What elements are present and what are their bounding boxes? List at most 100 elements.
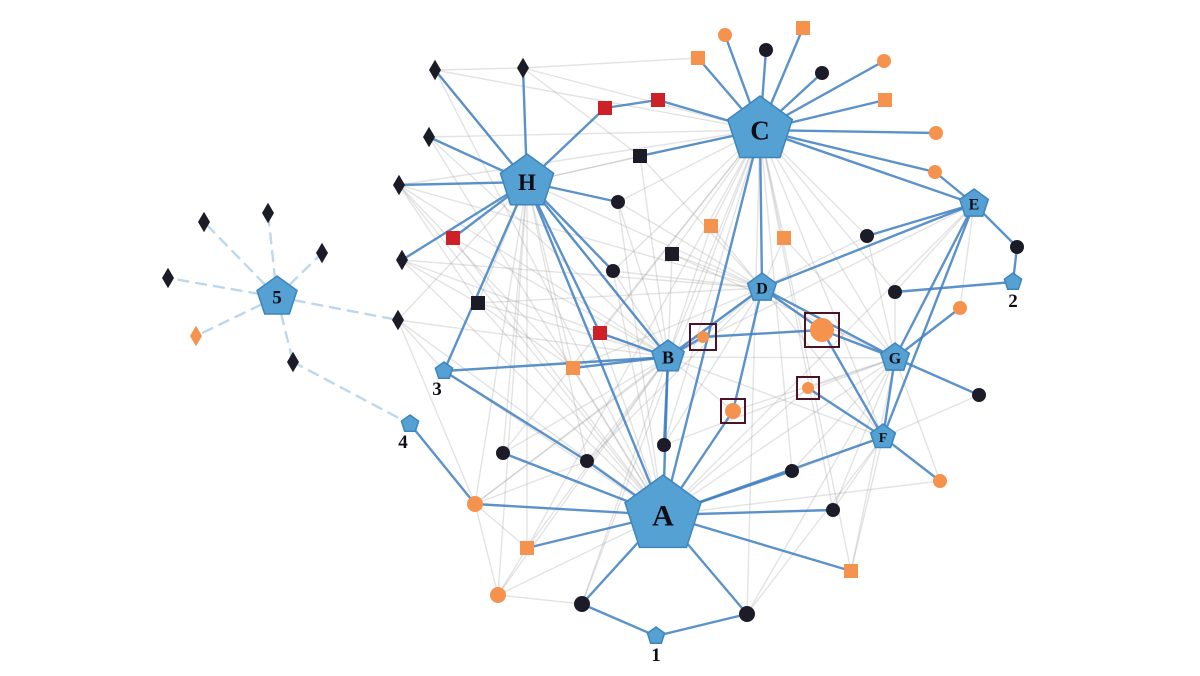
graph-node-c1[interactable] bbox=[718, 28, 732, 42]
graph-edge-secondary bbox=[434, 69, 664, 516]
graph-node-b5[interactable] bbox=[860, 229, 874, 243]
graph-node-n1[interactable] bbox=[646, 626, 666, 645]
graph-edge-secondary bbox=[759, 129, 793, 472]
graph-node-b7[interactable] bbox=[1010, 240, 1024, 254]
graph-node-c4[interactable] bbox=[928, 165, 942, 179]
graph-node-k3[interactable] bbox=[471, 296, 485, 310]
graph-node-d2[interactable] bbox=[262, 202, 274, 224]
graph-node-c7[interactable] bbox=[467, 496, 483, 512]
graph-node-o5[interactable] bbox=[777, 231, 791, 245]
graph-node-r3[interactable] bbox=[446, 231, 460, 245]
graph-node-d11[interactable] bbox=[423, 126, 435, 148]
graph-node-o3[interactable] bbox=[878, 93, 892, 107]
graph-edge-primary bbox=[666, 286, 764, 359]
graph-node-b11[interactable] bbox=[657, 438, 671, 452]
graph-node-o2[interactable] bbox=[796, 21, 810, 35]
graph-node-b15[interactable] bbox=[739, 606, 755, 622]
graph-node-d4[interactable] bbox=[162, 267, 174, 289]
graph-node-d8[interactable] bbox=[392, 309, 404, 331]
graph-node-n4[interactable] bbox=[400, 414, 420, 433]
graph-node-d10[interactable] bbox=[517, 57, 529, 79]
graph-node-d3[interactable] bbox=[316, 242, 328, 264]
graph-node-x4[interactable] bbox=[725, 403, 741, 419]
graph-node-H[interactable] bbox=[499, 153, 555, 206]
graph-node-b6[interactable] bbox=[888, 285, 902, 299]
graph-node-r4[interactable] bbox=[593, 326, 607, 340]
graph-edge-secondary bbox=[401, 259, 479, 304]
graph-node-b4[interactable] bbox=[606, 264, 620, 278]
graph-edge-secondary bbox=[667, 225, 712, 358]
graph-edge-secondary bbox=[759, 129, 884, 438]
graph-node-n3[interactable] bbox=[434, 361, 454, 380]
graph-edge-primary bbox=[893, 306, 962, 360]
graph-edge-secondary bbox=[477, 302, 669, 358]
graph-node-r1[interactable] bbox=[598, 101, 612, 115]
graph-edge-secondary bbox=[832, 436, 884, 511]
graph-node-c2[interactable] bbox=[877, 54, 891, 68]
graph-node-b3[interactable] bbox=[611, 195, 625, 209]
graph-node-b2[interactable] bbox=[815, 66, 829, 80]
graph-node-o8[interactable] bbox=[844, 564, 858, 578]
graph-edge-secondary bbox=[759, 129, 896, 293]
graph-node-d6[interactable] bbox=[393, 174, 405, 196]
graph-edge-dashed bbox=[275, 295, 400, 322]
graph-node-n5[interactable] bbox=[256, 275, 298, 315]
graph-node-c8[interactable] bbox=[490, 587, 506, 603]
graph-edge-secondary bbox=[882, 394, 980, 438]
graph-node-o6[interactable] bbox=[566, 361, 580, 375]
graph-node-b9[interactable] bbox=[785, 464, 799, 478]
node-label-n4: 4 bbox=[398, 432, 408, 453]
graph-node-b13[interactable] bbox=[496, 446, 510, 460]
graph-edge-secondary bbox=[397, 319, 476, 505]
graph-node-C[interactable] bbox=[726, 95, 794, 159]
graph-edge-secondary bbox=[667, 203, 975, 358]
graph-node-k1[interactable] bbox=[633, 149, 647, 163]
graph-edge-secondary bbox=[434, 69, 761, 131]
graph-edge-secondary bbox=[428, 136, 669, 358]
graph-node-b14[interactable] bbox=[574, 596, 590, 612]
graph-edge-secondary bbox=[667, 129, 761, 358]
graph-node-E[interactable] bbox=[958, 188, 990, 217]
graph-node-x2[interactable] bbox=[810, 318, 834, 342]
graph-edge-primary bbox=[881, 435, 942, 483]
graph-node-c3[interactable] bbox=[929, 126, 943, 140]
graph-edge-secondary bbox=[759, 129, 852, 572]
graph-node-o7[interactable] bbox=[520, 541, 534, 555]
edge-layer bbox=[166, 26, 1019, 638]
graph-edge-secondary bbox=[397, 319, 445, 372]
graph-node-b10[interactable] bbox=[826, 503, 840, 517]
graph-node-o1[interactable] bbox=[691, 51, 705, 65]
graph-edge-primary bbox=[400, 180, 529, 262]
graph-edge-secondary bbox=[526, 356, 669, 549]
graph-node-B[interactable] bbox=[650, 339, 686, 372]
graph-edge-secondary bbox=[639, 155, 669, 358]
graph-node-b12[interactable] bbox=[580, 454, 594, 468]
graph-node-A[interactable] bbox=[624, 474, 702, 549]
graph-node-n2[interactable] bbox=[1003, 272, 1023, 291]
graph-node-d7[interactable] bbox=[396, 249, 408, 271]
graph-edge-secondary bbox=[746, 436, 884, 615]
graph-node-r2[interactable] bbox=[651, 93, 665, 107]
graph-node-do1[interactable] bbox=[190, 325, 202, 347]
graph-node-D[interactable] bbox=[746, 272, 778, 301]
graph-edge-secondary bbox=[401, 259, 763, 289]
graph-node-x3[interactable] bbox=[802, 382, 814, 394]
graph-edge-primary bbox=[442, 180, 529, 373]
graph-node-o4[interactable] bbox=[704, 219, 718, 233]
graph-node-d5[interactable] bbox=[287, 351, 299, 373]
graph-node-F[interactable] bbox=[869, 423, 897, 449]
graph-edge-secondary bbox=[599, 129, 761, 334]
highlight-box-x2 bbox=[804, 312, 840, 348]
graph-node-c6[interactable] bbox=[933, 474, 947, 488]
graph-node-b1[interactable] bbox=[759, 43, 773, 57]
graph-edge-secondary bbox=[667, 356, 896, 359]
graph-node-d9[interactable] bbox=[429, 59, 441, 81]
graph-edge-secondary bbox=[671, 253, 896, 359]
graph-node-c5[interactable] bbox=[953, 301, 967, 315]
graph-node-k2[interactable] bbox=[665, 247, 679, 261]
graph-node-x1[interactable] bbox=[697, 331, 709, 343]
graph-node-G[interactable] bbox=[879, 342, 911, 371]
graph-edge-primary bbox=[654, 612, 749, 638]
graph-node-d1[interactable] bbox=[198, 211, 210, 233]
graph-node-b8[interactable] bbox=[972, 388, 986, 402]
